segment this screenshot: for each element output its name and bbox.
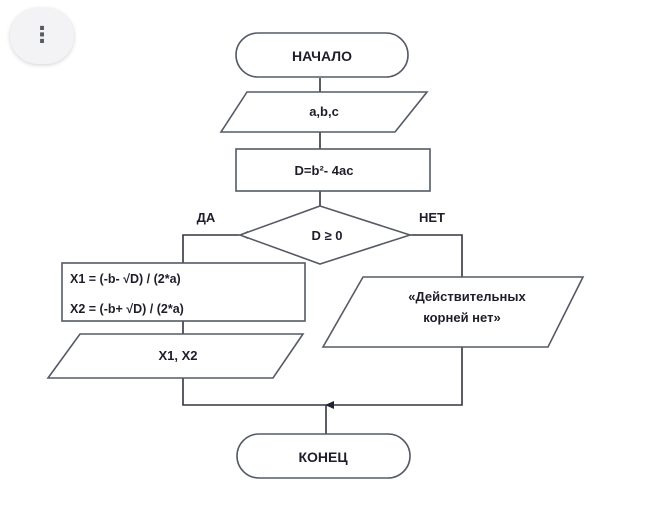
connectors <box>182 78 463 434</box>
discriminant-label: D=b²- 4ac <box>295 163 354 178</box>
condition-decision: D ≥ 0 <box>237 205 413 265</box>
no-roots-block: «Действительных корней нет» <box>321 276 585 348</box>
output-roots-block: X1, X2 <box>46 333 305 379</box>
discriminant-block: D=b²- 4ac <box>235 148 431 192</box>
formula-x1: X1 = (-b- √D) / (2*a) <box>70 272 181 286</box>
connector-noroots-merge <box>325 347 463 409</box>
more-vertical-icon: ⋮ <box>31 23 53 48</box>
no-roots-line1: «Действительных <box>408 289 526 304</box>
formula-x2: X2 = (-b+ √D) / (2*a) <box>70 302 184 316</box>
start-terminator: НАЧАЛО <box>235 32 409 78</box>
no-label: НЕТ <box>419 210 445 225</box>
output-roots-label: X1, X2 <box>158 348 197 363</box>
end-label: КОНЕЦ <box>298 449 348 465</box>
formula-block: X1 = (-b- √D) / (2*a) X2 = (-b+ √D) / (2… <box>61 262 306 322</box>
end-terminator: КОНЕЦ <box>236 433 411 479</box>
yes-label: ДА <box>197 210 216 225</box>
connector-yes-branch <box>182 231 248 263</box>
connector-no-branch <box>410 234 463 277</box>
input-label: a,b,c <box>309 104 339 119</box>
condition-label: D ≥ 0 <box>312 228 343 243</box>
start-label: НАЧАЛО <box>292 48 352 64</box>
connector-output-merge <box>182 378 326 406</box>
no-roots-line2: корней нет» <box>423 310 500 325</box>
more-options-button[interactable]: ⋮ <box>10 8 74 64</box>
input-block: a,b,c <box>219 91 429 133</box>
